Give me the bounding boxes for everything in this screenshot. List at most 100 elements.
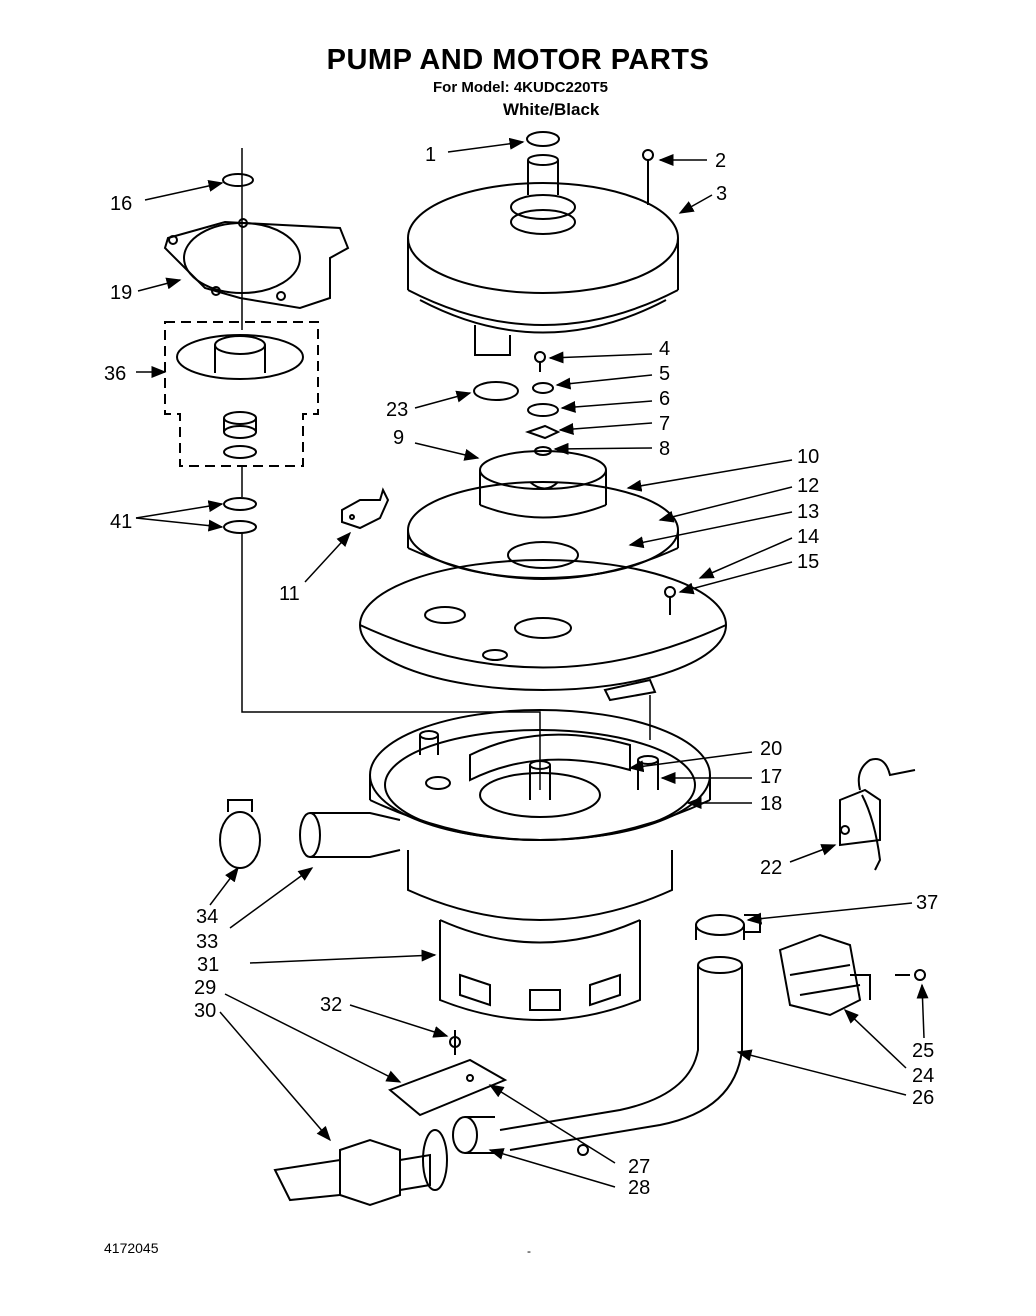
callout-7: 7 <box>659 413 670 435</box>
callout-2: 2 <box>715 150 726 172</box>
leader-3 <box>678 194 713 214</box>
part-1-washer <box>526 131 560 147</box>
callout-23: 23 <box>386 399 408 421</box>
callout-1: 1 <box>425 144 436 166</box>
leader-7 <box>558 422 653 435</box>
callout-4: 4 <box>659 338 670 360</box>
callout-15: 15 <box>797 551 819 573</box>
callout-5: 5 <box>659 363 670 385</box>
part-36-assembly-box <box>164 321 319 467</box>
leader-25 <box>916 983 929 1039</box>
callout-34: 34 <box>196 906 218 928</box>
leader-32 <box>349 1004 449 1038</box>
callout-6: 6 <box>659 388 670 410</box>
document-number: 4172045 <box>104 1240 159 1256</box>
callout-12: 12 <box>797 475 819 497</box>
leader-23 <box>414 390 472 409</box>
leader-41b <box>135 517 224 532</box>
part-14-base-plate <box>359 559 727 702</box>
callout-20: 20 <box>760 738 782 760</box>
leader-1 <box>447 137 525 153</box>
part-5-nut <box>532 382 554 394</box>
callout-28: 28 <box>628 1177 650 1199</box>
leader-5 <box>555 374 653 390</box>
part-25-screw <box>895 969 926 981</box>
callout-9: 9 <box>393 427 404 449</box>
part-31-motor <box>407 850 673 1021</box>
part-18-pump-base <box>369 709 711 841</box>
leader-8 <box>553 442 653 455</box>
leader-31 <box>249 949 437 964</box>
callout-8: 8 <box>659 438 670 460</box>
callout-32: 32 <box>320 994 342 1016</box>
callout-33: 33 <box>196 931 218 953</box>
callout-14: 14 <box>797 526 819 548</box>
callout-26: 26 <box>912 1087 934 1109</box>
callout-18: 18 <box>760 793 782 815</box>
page-mark: - <box>527 1244 531 1258</box>
callout-37: 37 <box>916 892 938 914</box>
callout-25: 25 <box>912 1040 934 1062</box>
leader-37 <box>746 902 913 925</box>
leader-9 <box>414 442 480 461</box>
model-number: For Model: 4KUDC220T5 <box>433 79 609 96</box>
leader-28 <box>488 1148 616 1188</box>
leader-41a <box>135 500 224 519</box>
callout-13: 13 <box>797 501 819 523</box>
leader-14 <box>698 537 793 579</box>
part-37-clamp <box>695 914 761 940</box>
leader-30 <box>219 1011 331 1142</box>
leader-34 <box>209 866 239 906</box>
callout-22: 22 <box>760 857 782 879</box>
part-3-motor-housing <box>407 154 679 356</box>
leader-15 <box>678 561 793 595</box>
part-22-sensor <box>839 758 916 871</box>
leader-27 <box>488 1084 616 1164</box>
leader-11 <box>304 531 352 583</box>
part-41-o-rings <box>223 497 257 534</box>
leader-12 <box>658 486 793 523</box>
callout-24: 24 <box>912 1065 934 1087</box>
page-title: PUMP AND MOTOR PARTS <box>326 44 710 76</box>
callout-41: 41 <box>110 511 132 533</box>
callout-29: 29 <box>194 977 216 999</box>
part-32-screw <box>449 1030 461 1055</box>
part-7-clip <box>524 424 561 440</box>
callout-17: 17 <box>760 766 782 788</box>
callout-16: 16 <box>110 193 132 215</box>
callout-31: 31 <box>197 954 219 976</box>
part-16-o-ring <box>222 173 254 187</box>
part-17-post <box>637 755 659 790</box>
callout-27: 27 <box>628 1156 650 1178</box>
callout-30: 30 <box>194 1000 216 1022</box>
part-4-screw <box>534 351 546 372</box>
part-2-screw <box>642 149 654 205</box>
part-28-check-valve <box>422 1116 495 1191</box>
part-23-seal <box>473 381 519 401</box>
leader-6 <box>560 400 653 413</box>
part-24-thermostat <box>778 933 871 1017</box>
leader-22 <box>789 844 837 863</box>
part-30-fitting <box>273 1138 431 1207</box>
leader-29 <box>224 993 402 1083</box>
part-33-inlet-hose <box>299 812 401 858</box>
part-19-gasket <box>163 218 350 310</box>
part-6-washer <box>527 403 559 417</box>
part-12-pump-plate <box>407 481 679 580</box>
leader-4 <box>548 351 653 364</box>
leader-13 <box>628 511 793 549</box>
leader-24 <box>843 1008 907 1069</box>
leader-26 <box>736 1049 907 1096</box>
leader-20 <box>628 751 753 773</box>
assembly-center-line <box>241 148 541 790</box>
callout-3: 3 <box>716 183 727 205</box>
callout-10: 10 <box>797 446 819 468</box>
leader-16 <box>144 180 224 201</box>
part-34-clamp <box>219 799 261 869</box>
leader-33 <box>229 867 314 929</box>
color-variant: White/Black <box>503 100 600 119</box>
part-15-screw <box>664 586 676 615</box>
leader-19 <box>137 277 182 292</box>
callout-11: 11 <box>279 583 300 605</box>
